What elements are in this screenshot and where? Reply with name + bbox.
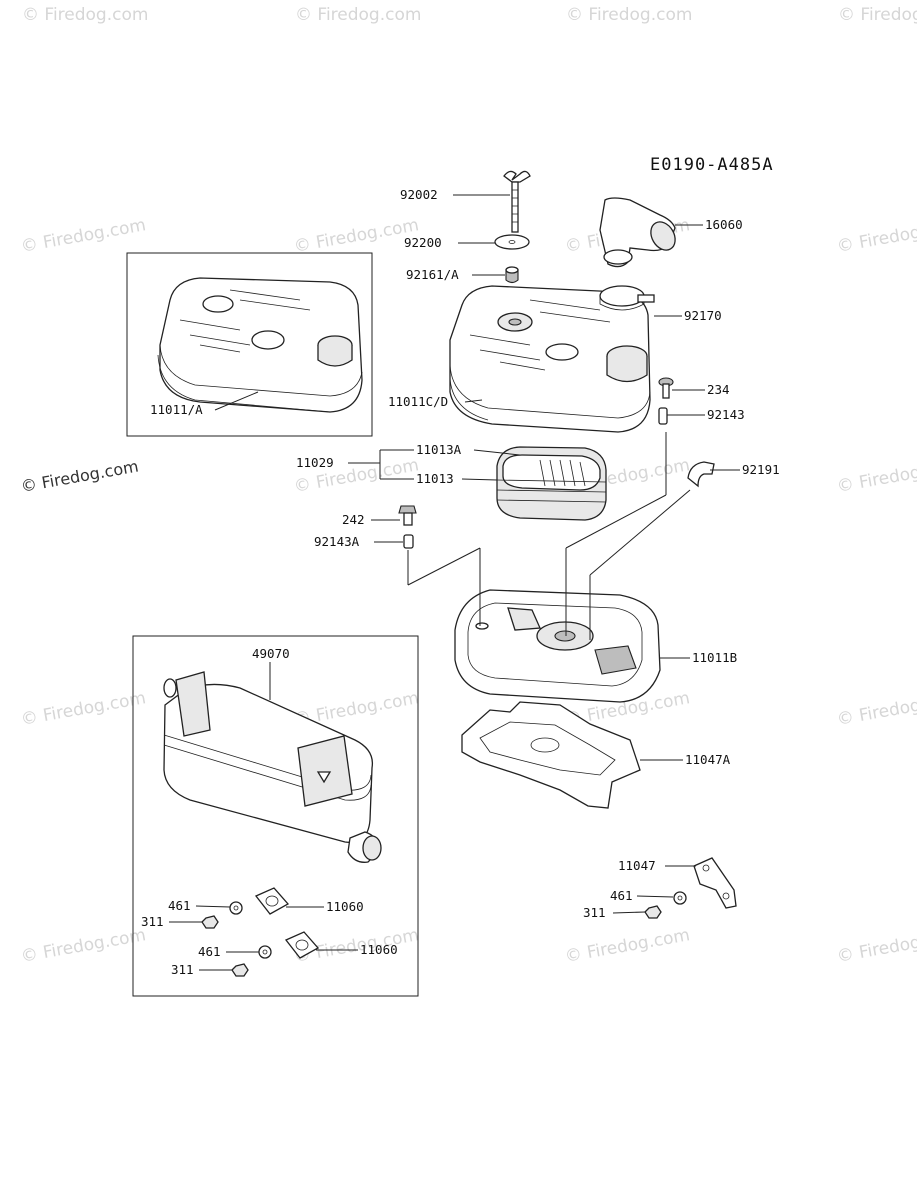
watermark: © Firedog.com <box>835 688 917 730</box>
watermark: © Firedog.com <box>295 5 421 25</box>
label-242: 242 <box>342 512 365 527</box>
label-92200: 92200 <box>404 235 442 250</box>
label-92143: 92143 <box>707 407 745 422</box>
breather-tube-part <box>687 461 715 488</box>
watermark-prominent: © Firedog.com <box>19 457 139 496</box>
bolt-234-part <box>658 377 674 399</box>
label-11047a: 11047A <box>685 752 731 767</box>
watermark: © Firedog.com <box>292 215 420 257</box>
label-11060-a: 11060 <box>326 899 364 914</box>
watermark: © Firedog.com <box>835 455 917 497</box>
label-461-a: 461 <box>168 898 191 913</box>
label-311-b: 311 <box>171 962 194 977</box>
muffler-gasket-part-a <box>254 887 290 915</box>
label-92002: 92002 <box>400 187 438 202</box>
watermark: © Firedog.com <box>566 5 692 25</box>
label-49070: 49070 <box>252 646 290 661</box>
label-92143a: 92143A <box>314 534 360 549</box>
muffler-gasket-part-b <box>284 931 320 959</box>
watermark: © Firedog.com <box>835 215 917 257</box>
label-311-right: 311 <box>583 905 606 920</box>
washer-part <box>494 234 530 250</box>
bolt-242-part <box>398 505 417 526</box>
label-11029: 11029 <box>296 455 334 470</box>
diagram-code: E0190-A485A <box>650 155 774 175</box>
air-cleaner-base-part <box>454 589 661 703</box>
elbow-duct-part <box>599 197 676 268</box>
label-92170: 92170 <box>684 308 722 323</box>
hose-clamp-part <box>599 285 655 311</box>
label-11013a: 11013A <box>416 442 462 457</box>
inset-box-cover-alt <box>126 252 373 437</box>
label-461-right: 461 <box>610 888 633 903</box>
label-11011cd: 11011C/D <box>388 394 448 409</box>
label-92161a: 92161/A <box>406 267 459 282</box>
watermarks: © Firedog.com © Firedog.com © Firedog.co… <box>19 5 917 967</box>
collar-92143-part <box>658 407 668 425</box>
watermark: © Firedog.com <box>19 215 147 257</box>
label-11013: 11013 <box>416 471 454 486</box>
watermark: © Firedog.com <box>19 688 147 730</box>
bracket-11047-part <box>644 857 737 919</box>
label-92191: 92191 <box>742 462 780 477</box>
label-11011a: 11011/A <box>150 402 203 417</box>
inset-box-muffler <box>132 635 419 997</box>
label-461-b: 461 <box>198 944 221 959</box>
base-gasket-plate-part <box>461 701 641 809</box>
label-11011b: 11011B <box>692 650 737 665</box>
watermark: © Firedog.com <box>22 5 148 25</box>
label-11047: 11047 <box>618 858 656 873</box>
air-filter-element-part <box>496 446 607 521</box>
watermark: © Firedog.com <box>838 5 917 25</box>
seal-part <box>505 266 519 284</box>
leader-lines <box>169 194 740 971</box>
watermark: © Firedog.com <box>835 925 917 967</box>
label-311-a: 311 <box>141 914 164 929</box>
wing-bolt-part <box>503 170 531 233</box>
watermark: © Firedog.com <box>563 925 691 967</box>
part-labels: 92002 92200 92161/A 16060 92170 11011/A … <box>141 187 780 977</box>
label-234: 234 <box>707 382 730 397</box>
air-cleaner-cover-part <box>449 285 651 433</box>
collar-92143a-part <box>403 534 414 549</box>
watermark: © Firedog.com <box>19 925 147 967</box>
label-16060: 16060 <box>705 217 743 232</box>
muffler-part <box>163 671 382 863</box>
label-11060-b: 11060 <box>360 942 398 957</box>
air-cleaner-cover-alt-part <box>157 277 363 413</box>
